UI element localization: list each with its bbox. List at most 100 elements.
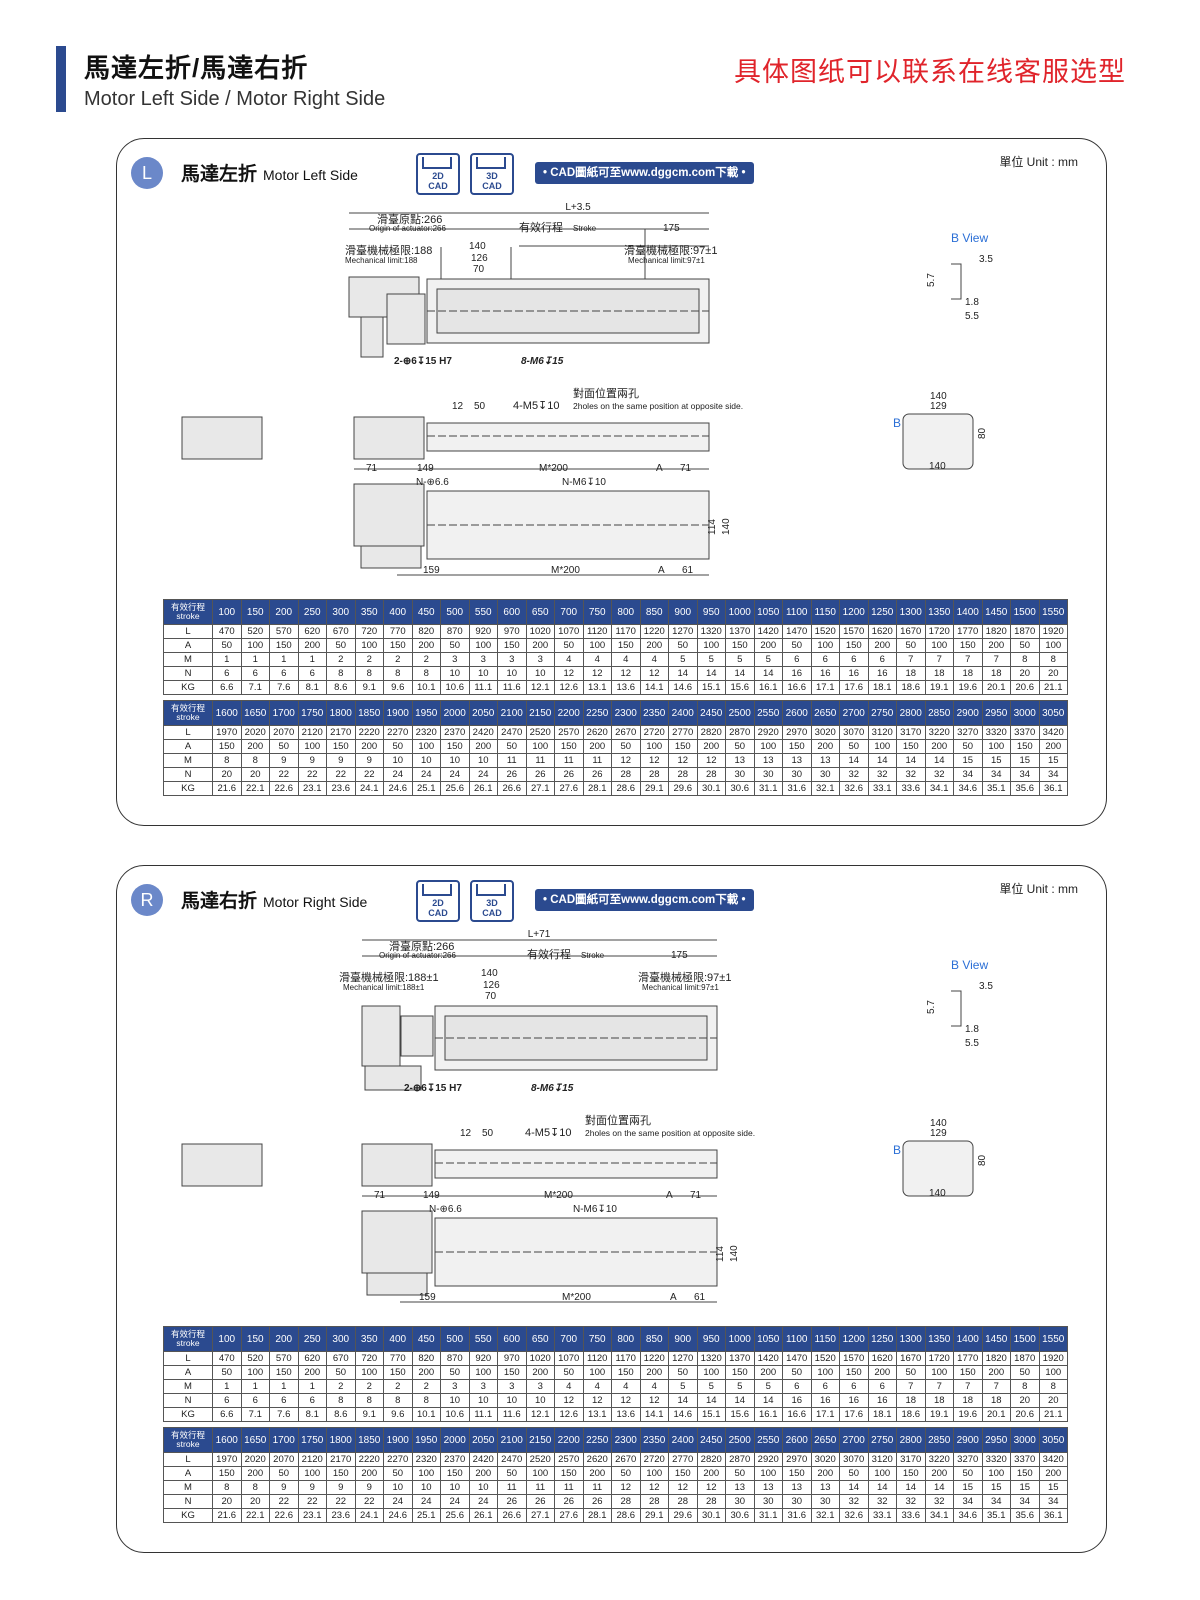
row-label: L xyxy=(163,1351,213,1366)
stroke-column-header: 1950 xyxy=(411,1427,441,1453)
table-cell: 24 xyxy=(383,767,413,782)
table-cell: 2070 xyxy=(269,1452,299,1467)
table-cell: 2570 xyxy=(554,1452,584,1467)
table-cell: 200 xyxy=(354,1466,384,1481)
table-cell: 1370 xyxy=(725,624,755,639)
table-cell: 11.6 xyxy=(497,680,527,695)
table-cell: 1570 xyxy=(839,1351,869,1366)
stroke-column-header: 2100 xyxy=(497,1427,527,1453)
table-cell: 15 xyxy=(953,753,983,768)
table-cell: 10 xyxy=(468,753,498,768)
stroke-column-header: 2100 xyxy=(497,700,527,726)
cad-3d-label: 3D xyxy=(486,898,498,908)
table-cell: 200 xyxy=(468,739,498,754)
table-cell: 10.6 xyxy=(440,680,470,695)
stroke-column-header: 400 xyxy=(383,599,413,625)
table-cell: 50 xyxy=(1010,638,1040,653)
table-cell: 7.6 xyxy=(269,680,299,695)
table-cell: 26 xyxy=(497,767,527,782)
table-cell: 34 xyxy=(953,1494,983,1509)
table-cell: 16 xyxy=(782,1393,812,1408)
table-cell: 150 xyxy=(269,638,299,653)
stroke-column-header: 2200 xyxy=(554,700,584,726)
table-cell: 3270 xyxy=(953,725,983,740)
dim-origin-cn: 滑臺原點:266 xyxy=(377,212,442,226)
table-cell: 2520 xyxy=(525,1452,555,1467)
stroke-column-header: 1450 xyxy=(981,1326,1011,1352)
table-cell: 19.6 xyxy=(953,680,983,695)
table-cell: 14 xyxy=(725,1393,755,1408)
row-label: A xyxy=(163,638,213,653)
table-cell: 14 xyxy=(668,1393,698,1408)
cad-download-link[interactable]: • CAD圖紙可至www.dggcm.com下載 • xyxy=(535,889,754,911)
table-cell: 50 xyxy=(554,1365,584,1380)
table-cell: 1870 xyxy=(1010,624,1040,639)
table-cell: 23.6 xyxy=(326,1508,356,1523)
table-cell: 16 xyxy=(782,666,812,681)
panel-title-en: Motor Right Side xyxy=(263,894,368,910)
table-cell: 34.6 xyxy=(953,781,983,796)
stroke-column-header: 1550 xyxy=(1038,599,1068,625)
table-cell: 1920 xyxy=(1038,1351,1068,1366)
table-cell: 13 xyxy=(810,1480,840,1495)
table-cell: 14 xyxy=(867,1480,897,1495)
stroke-column-header: 1100 xyxy=(782,1326,812,1352)
table-cell: 7 xyxy=(953,1379,983,1394)
table-cell: 11.1 xyxy=(468,1407,498,1422)
stroke-column-header: 1850 xyxy=(354,700,384,726)
stroke-column-header: 400 xyxy=(383,1326,413,1352)
unit-label: 單位 Unit : mm xyxy=(999,882,1078,896)
dim-140: 140 xyxy=(469,241,486,252)
table-cell: 34 xyxy=(953,767,983,782)
table-cell: 14 xyxy=(924,1480,954,1495)
stroke-column-header: 1750 xyxy=(297,700,327,726)
table-cell: 1 xyxy=(212,1379,242,1394)
dim-stroke-cn: 有效行程 xyxy=(527,947,571,961)
table-cell: 150 xyxy=(953,1365,983,1380)
side-view xyxy=(181,416,710,460)
table-cell: 10 xyxy=(468,1393,498,1408)
table-cell: 1320 xyxy=(696,1351,726,1366)
table-cell: 12 xyxy=(639,1480,669,1495)
table-cell: 11 xyxy=(582,753,612,768)
table-cell: 32.6 xyxy=(839,781,869,796)
table-cell: 1670 xyxy=(896,624,926,639)
table-cell: 36.1 xyxy=(1038,1508,1068,1523)
table-cell: 27.1 xyxy=(525,781,555,796)
table-cell: 1 xyxy=(297,1379,327,1394)
table-cell: 12 xyxy=(639,753,669,768)
table-cell: 33.6 xyxy=(896,1508,926,1523)
table-cell: 100 xyxy=(810,1365,840,1380)
table-cell: 150 xyxy=(668,739,698,754)
table-cell: 18 xyxy=(896,1393,926,1408)
panel-title-cn: 馬達右折 xyxy=(181,891,258,912)
top-view xyxy=(361,939,718,1091)
stroke-column-header: 3000 xyxy=(1010,1427,1040,1453)
row-label: KG xyxy=(163,680,213,695)
stroke-column-header: 2600 xyxy=(782,700,812,726)
table-cell: 28 xyxy=(639,1494,669,1509)
stroke-column-header: 1000 xyxy=(725,1326,755,1352)
table-cell: 8 xyxy=(1038,1379,1068,1394)
cad-download-link[interactable]: • CAD圖紙可至www.dggcm.com下載 • xyxy=(535,162,754,184)
table-cell: 150 xyxy=(611,638,641,653)
table-cell: 13 xyxy=(725,1480,755,1495)
table-cell: 5 xyxy=(696,652,726,667)
table-cell: 2820 xyxy=(696,1452,726,1467)
table-cell: 50 xyxy=(725,1466,755,1481)
table-cell: 10 xyxy=(468,1480,498,1495)
table-cell: 100 xyxy=(639,1466,669,1481)
table-cell: 34.6 xyxy=(953,1508,983,1523)
table-cell: 18 xyxy=(981,1393,1011,1408)
stroke-column-header: 2550 xyxy=(753,1427,783,1453)
table-cell: 100 xyxy=(297,739,327,754)
dim-origin-cn: 滑臺原點:266 xyxy=(389,939,454,953)
table-cell: 6 xyxy=(297,666,327,681)
stroke-column-header: 1550 xyxy=(1038,1326,1068,1352)
